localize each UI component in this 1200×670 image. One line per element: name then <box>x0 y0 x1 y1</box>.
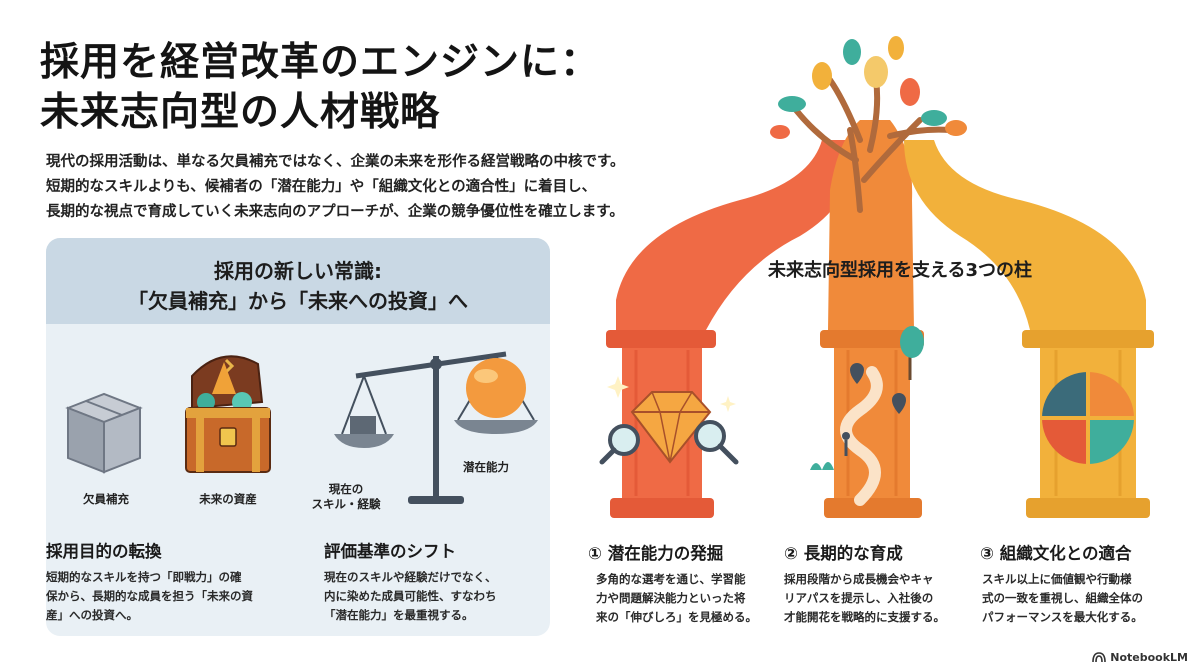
pillar-1-heading: ① 潜在能力の発掘 <box>588 544 724 563</box>
lead-paragraph: 現代の採用活動は、単なる欠員補充ではなく、企業の未来を形作る経営戦略の中核です。… <box>46 150 686 225</box>
treasure-chest-icon <box>185 355 271 473</box>
right-stream <box>904 140 1146 330</box>
pillar-2-line-2: リアパスを提示し、入社後の <box>784 591 934 605</box>
pillar-1-line-2: 力や問題解決能力といった将 <box>596 591 746 605</box>
pillar-2-line-3: 才能開花を戦略的に支援する。 <box>784 610 945 624</box>
section-heading-criteria: 評価基準のシフト <box>324 542 456 561</box>
section-criteria-line-3: 「潜在能力」を最重視する。 <box>324 608 474 622</box>
pillar-1-line-3: 来の「伸びしろ」を見極める。 <box>596 610 757 624</box>
brand-label: NotebookLM <box>1110 651 1188 664</box>
panel-title: 採用の新しい常識: 「欠員補充」から「未来への投資」へ <box>46 256 550 316</box>
pillar-3-line-2: 式の一致を重視し、組織全体の <box>982 591 1143 605</box>
pillar-3-body: スキル以上に価値観や行動様 式の一致を重視し、組織全体の パフォーマンスを最大化… <box>982 570 1143 627</box>
pillar-2-base <box>824 498 922 518</box>
pillar-3-capital <box>1022 330 1154 348</box>
tree-icon <box>770 36 967 213</box>
pillar-2-line-1: 採用段階から成長機会やキャ <box>784 572 934 586</box>
pillars-title: 未来志向型採用を支える3つの柱 <box>768 260 1032 281</box>
section-criteria-line-1: 現在のスキルや経験だけでなく、 <box>324 570 497 584</box>
panel-title-line-1: 採用の新しい常識: <box>214 259 382 283</box>
box-icon <box>65 392 143 474</box>
title-line-1: 採用を経営改革のエンジンに： <box>40 40 601 85</box>
title-line-2: 未来志向型の人材戦略 <box>40 90 441 135</box>
section-body-criteria: 現在のスキルや経験だけでなく、 内に染めた成員可能性、すなわち 「潜在能力」を最… <box>324 568 497 625</box>
label-current-line-1: 現在の <box>328 482 364 496</box>
section-body-purpose: 短期的なスキルを持つ「即戦力」の確 保から、長期的な成員を担う「未来の資 産」へ… <box>46 568 253 625</box>
label-current-skill: 現在の スキル・経験 <box>304 482 388 512</box>
pillar-3-heading: ③ 組織文化との適合 <box>980 544 1132 563</box>
section-purpose-line-1: 短期的なスキルを持つ「即戦力」の確 <box>46 570 242 584</box>
notebooklm-logo-icon <box>1092 652 1107 663</box>
pillar-2-heading: ② 長期的な育成 <box>784 544 903 563</box>
panel-illustrations <box>65 351 538 504</box>
pillar-3-line-3: パフォーマンスを最大化する。 <box>982 610 1143 624</box>
section-purpose-line-2: 保から、長期的な成員を担う「未来の資 <box>46 589 253 603</box>
new-common-sense-panel: 採用の新しい常識: 「欠員補充」から「未来への投資」へ <box>46 238 550 636</box>
lead-line-3: 長期的な視点で育成していく未来志向のアプローチが、企業の競争優位性を確立します。 <box>46 204 624 220</box>
growth-path-icon <box>810 326 924 506</box>
section-heading-purpose: 採用目的の転換 <box>46 542 162 561</box>
pillars-illustration <box>599 36 1154 518</box>
notebooklm-brand: NotebookLM <box>1092 651 1188 664</box>
pillar-3-base <box>1026 498 1150 518</box>
label-current-line-2: スキル・経験 <box>311 497 381 511</box>
panel-title-line-2: 「欠員補充」から「未来への投資」へ <box>128 289 468 313</box>
panel-header <box>46 238 550 324</box>
lead-line-1: 現代の採用活動は、単なる欠員補充ではなく、企業の未来を形作る経営戦略の中核です。 <box>46 154 625 170</box>
puzzle-icon <box>1040 370 1136 466</box>
balance-scale-icon <box>334 351 538 504</box>
pillar-1-line-1: 多角的な選考を通じ、学習能 <box>596 572 746 586</box>
middle-stream <box>828 120 914 330</box>
pillar-1-base <box>610 498 714 518</box>
page-title: 採用を経営改革のエンジンに： 未来志向型の人材戦略 <box>40 38 680 138</box>
diamond-magnifier-icon <box>599 376 739 465</box>
pillar-2-capital <box>820 330 924 348</box>
pillar-1-capital <box>606 330 716 348</box>
section-purpose-line-3: 産」への投資へ。 <box>46 608 138 622</box>
section-criteria-line-2: 内に染めた成員可能性、すなわち <box>324 589 497 603</box>
lead-line-2: 短期的なスキルよりも、候補者の「潜在能力」や「組織文化との適合性」に着目し、 <box>46 179 597 195</box>
left-stream <box>616 140 853 330</box>
pillar-3-line-1: スキル以上に価値観や行動様 <box>982 572 1132 586</box>
label-future-asset: 未来の資産 <box>199 492 257 506</box>
pillar-2-body: 採用段階から成長機会やキャ リアパスを提示し、入社後の 才能開花を戦略的に支援す… <box>784 570 945 627</box>
label-vacancy: 欠員補充 <box>83 492 129 506</box>
pillar-1-body: 多角的な選考を通じ、学習能 力や問題解決能力といった将 来の「伸びしろ」を見極め… <box>596 570 757 627</box>
label-potential: 潜在能力 <box>463 460 509 474</box>
